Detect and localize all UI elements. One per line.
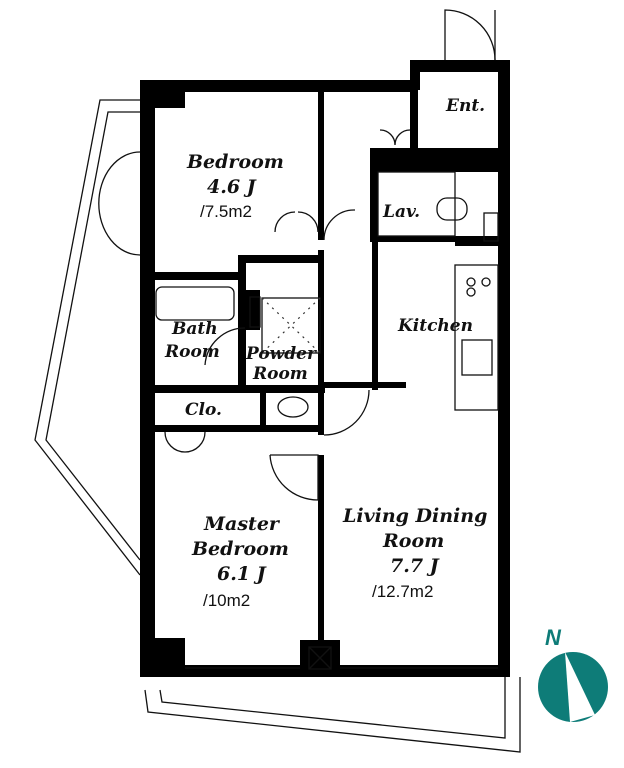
living-label-2: Room <box>382 530 444 552</box>
bath-label-1: Bath <box>171 319 218 339</box>
living-size: 7.7 J <box>390 555 441 577</box>
entrance-door <box>444 9 496 61</box>
bedroom-label: Bedroom <box>186 151 284 173</box>
bottom-balcony <box>144 677 521 753</box>
compass-needle-icon <box>565 652 595 722</box>
left-balcony <box>34 99 141 576</box>
north-label: N <box>545 625 562 650</box>
bedroom-size: 4.6 J <box>207 176 258 198</box>
master-label-2: Bedroom <box>191 538 289 560</box>
powder-label-2: Room <box>252 364 308 384</box>
closet-label: Clo. <box>185 400 222 420</box>
powder-label-1: Powder <box>245 344 317 364</box>
master-label-1: Master <box>203 513 281 535</box>
bath-label-2: Room <box>164 342 220 362</box>
walls <box>140 60 510 677</box>
living-label-1: Living Dining <box>342 505 487 527</box>
fixtures <box>98 129 499 670</box>
lavatory-label: Lav. <box>382 202 420 222</box>
living-area: /12.7m2 <box>372 582 433 601</box>
master-area: /10m2 <box>203 591 250 610</box>
bedroom-area: /7.5m2 <box>200 202 252 221</box>
master-size: 6.1 J <box>217 563 268 585</box>
entrance-label: Ent. <box>445 96 485 116</box>
north-compass: N <box>538 625 608 722</box>
kitchen-label: Kitchen <box>397 316 473 336</box>
